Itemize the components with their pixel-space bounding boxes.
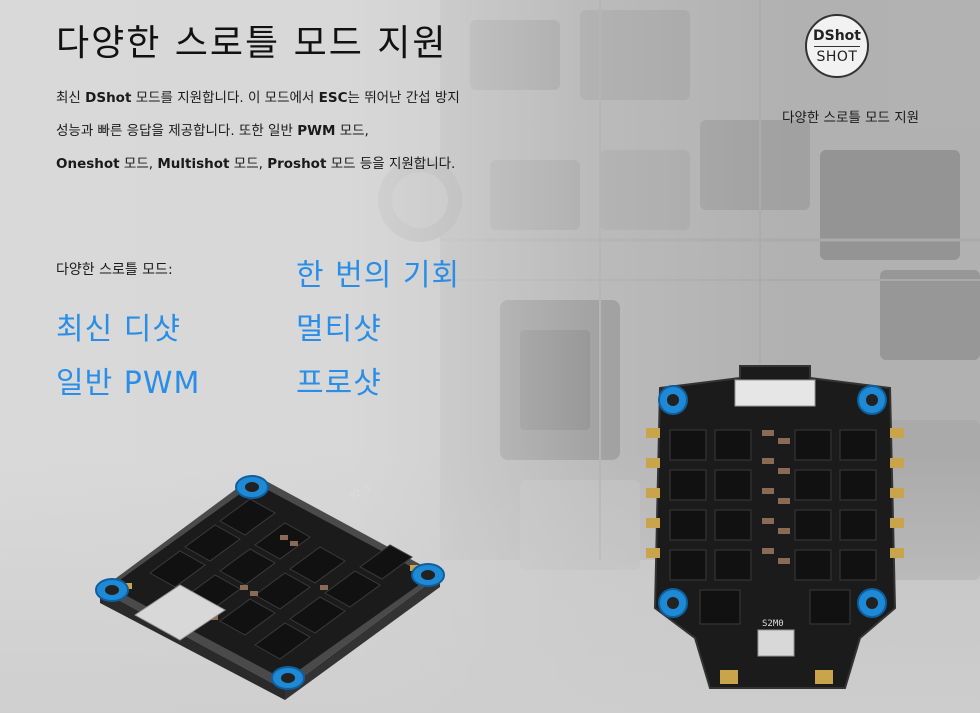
mode-pwm: 일반 PWM xyxy=(56,366,201,401)
dshot-logo-badge: DShot SHOT xyxy=(805,14,869,78)
description-line-1: 최신 DShot 모드를 지원합니다. 이 모드에서 ESC는 뛰어난 간섭 방… xyxy=(56,90,460,106)
feature-description: 최신 DShot 모드를 지원합니다. 이 모드에서 ESC는 뛰어난 간섭 방… xyxy=(56,82,526,181)
esc-board-isometric-image: M2 5 xyxy=(95,475,445,700)
right-board-chip-label: S2M0 xyxy=(762,619,784,629)
throttle-modes-label: 다양한 스로틀 모드: xyxy=(56,262,173,278)
badge-shot-text: SHOT xyxy=(816,48,858,65)
badge-divider xyxy=(814,45,860,47)
badge-dshot-text: DShot xyxy=(813,27,861,44)
left-board-chip-label: M2 5 xyxy=(349,483,373,501)
mode-oneshot: 한 번의 기회 xyxy=(296,258,461,293)
mode-proshot: 프로샷 xyxy=(296,366,382,401)
description-line-3: Oneshot 모드, Multishot 모드, Proshot 모드 등을 … xyxy=(56,156,456,172)
mode-dshot: 최신 디샷 xyxy=(56,312,181,347)
esc-board-top-view-image: S2M0 xyxy=(646,365,904,689)
badge-caption: 다양한 스로틀 모드 지원 xyxy=(782,110,920,126)
mode-multishot: 멀티샷 xyxy=(296,312,382,347)
description-line-2: 성능과 빠른 응답을 제공합니다. 또한 일반 PWM 모드, xyxy=(56,123,369,139)
page-title: 다양한 스로틀 모드 지원 xyxy=(56,23,448,64)
